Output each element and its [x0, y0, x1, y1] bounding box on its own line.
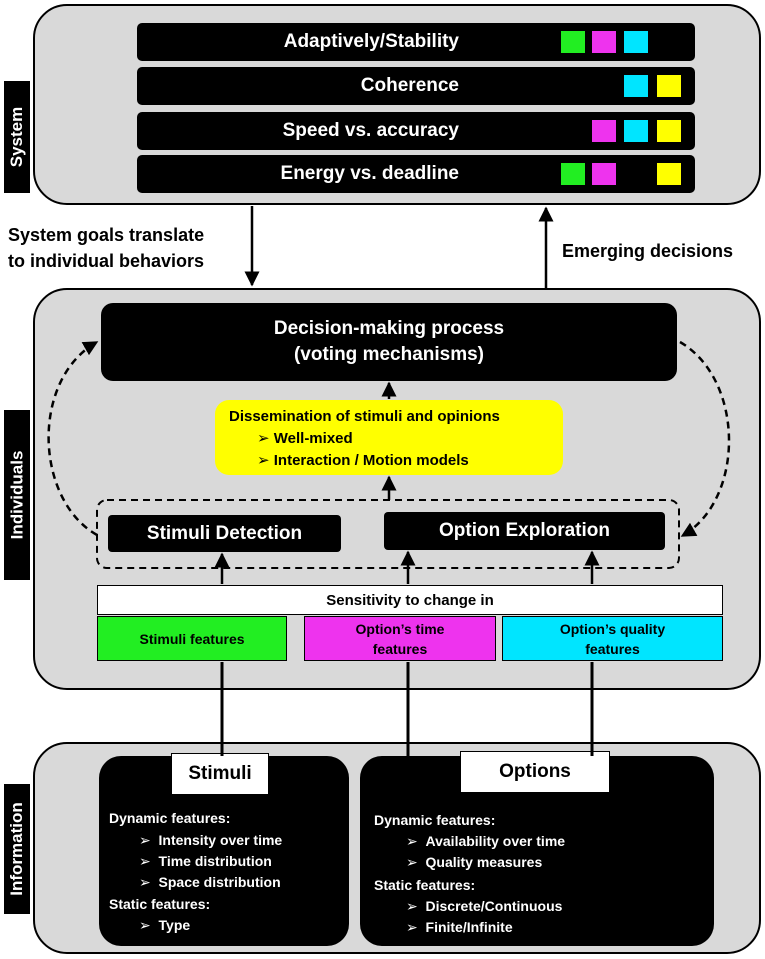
stimuli-detection-box: Stimuli Detection: [108, 515, 341, 552]
sensitivity-bar: Sensitivity to change in: [97, 585, 723, 615]
stimuli-features-label: Stimuli features: [139, 630, 245, 647]
left-feedback-arrow: [47, 340, 99, 537]
goal-color-green: [561, 31, 585, 53]
options-dynamic-item: ➢ Quality measures: [406, 854, 543, 870]
dissemination-box: Dissemination of stimuli and opinions ➢ …: [215, 400, 563, 475]
dissemination-item: ➢ Well-mixed: [257, 430, 353, 447]
options-title: Options: [499, 761, 571, 782]
goal-color-cyan: [624, 120, 648, 142]
options-static-item: ➢ Finite/Infinite: [406, 919, 513, 935]
system-tab: System: [4, 81, 30, 193]
options-dynamic-item: ➢ Availability over time: [406, 833, 566, 849]
goal-color-yellow: [657, 75, 681, 97]
option-exploration-box: Option Exploration: [384, 512, 665, 550]
stimuli-features-box: Stimuli features: [97, 616, 287, 661]
goal-bar-coherence: Coherence: [137, 67, 695, 105]
stimuli-dynamic-item: ➢ Time distribution: [139, 853, 272, 869]
option-time-line2: features: [372, 640, 428, 657]
sensitivity-label: Sensitivity to change in: [326, 591, 494, 609]
up-arrow-label: Emerging decisions: [562, 241, 734, 261]
stimuli-dynamic-heading: Dynamic features:: [109, 810, 231, 826]
goal-bar-adaptively: Adaptively/Stability: [137, 23, 695, 61]
stimuli-dynamic-item: ➢ Space distribution: [139, 874, 281, 890]
stimuli-detection-label: Stimuli Detection: [146, 522, 303, 544]
goal-label: Adaptively/Stability: [283, 31, 459, 52]
information-tab: Information: [4, 784, 30, 914]
individuals-tab: Individuals: [4, 410, 30, 580]
dissemination-title: Dissemination of stimuli and opinions: [229, 408, 500, 425]
options-static-item: ➢ Discrete/Continuous: [406, 898, 563, 914]
decision-line2: (voting mechanisms): [293, 344, 485, 365]
option-exploration-label: Option Exploration: [439, 520, 610, 541]
right-feedback-arrow: [679, 340, 731, 538]
down-arrow-label: System goals translate to individual beh…: [8, 222, 204, 274]
down-arrow-label-line2: to individual behaviors: [8, 251, 205, 271]
goal-bar-speed: Speed vs. accuracy: [137, 112, 695, 150]
stimuli-title: Stimuli: [188, 763, 252, 784]
options-title-box: Options: [460, 751, 610, 793]
goal-color-cyan: [624, 75, 648, 97]
decision-making-box: Decision-making process (voting mechanis…: [101, 303, 677, 381]
option-time-features-box: Option’s time features: [304, 616, 496, 661]
stimuli-static-item: ➢ Type: [139, 917, 191, 933]
goal-color-cyan: [624, 31, 648, 53]
option-quality-line1: Option’s quality: [559, 620, 666, 637]
goal-bar-energy: Energy vs. deadline: [137, 155, 695, 193]
stimuli-title-box: Stimuli: [171, 753, 269, 795]
goal-color-magenta: [592, 120, 616, 142]
option-time-line1: Option’s time: [355, 620, 445, 637]
goal-label: Speed vs. accuracy: [282, 120, 459, 141]
decision-line1: Decision-making process: [273, 318, 505, 339]
goal-color-magenta: [592, 163, 616, 185]
goal-color-magenta: [592, 31, 616, 53]
goal-label: Coherence: [360, 75, 459, 96]
dissemination-item: ➢ Interaction / Motion models: [257, 452, 469, 469]
option-quality-features-box: Option’s quality features: [502, 616, 723, 661]
down-arrow-label-line1: System goals translate: [8, 225, 205, 245]
options-static-heading: Static features:: [374, 877, 476, 893]
goal-color-yellow: [657, 120, 681, 142]
stimuli-dynamic-item: ➢ Intensity over time: [139, 832, 283, 848]
option-quality-line2: features: [585, 640, 640, 657]
goal-color-yellow: [657, 163, 681, 185]
options-info-box: Dynamic features: ➢ Availability over ti…: [360, 756, 714, 946]
stimuli-static-heading: Static features:: [109, 896, 211, 912]
goal-color-green: [561, 163, 585, 185]
goal-label: Energy vs. deadline: [280, 163, 459, 184]
options-dynamic-heading: Dynamic features:: [374, 812, 496, 828]
